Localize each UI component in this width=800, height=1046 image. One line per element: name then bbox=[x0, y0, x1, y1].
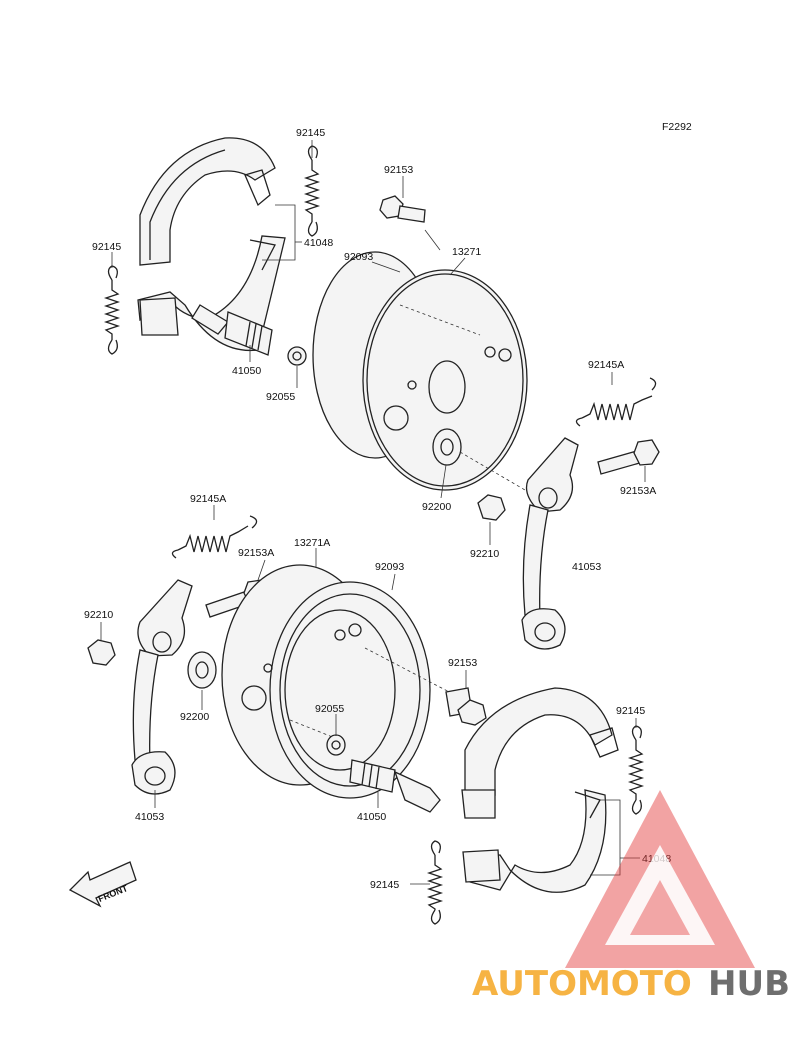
brake-shoe-upper-top bbox=[139, 137, 276, 266]
front-direction-marker: FRONT bbox=[68, 861, 137, 908]
label-92200: 92200 bbox=[180, 711, 209, 723]
washer-92200-lower bbox=[187, 651, 217, 689]
label-41053: 41053 bbox=[135, 811, 164, 823]
washer-lower bbox=[326, 734, 346, 756]
label-13271a: 13271A bbox=[294, 537, 330, 549]
label-92200: 92200 bbox=[422, 501, 451, 513]
label-41048: 41048 bbox=[304, 237, 333, 249]
label-13271: 13271 bbox=[452, 246, 481, 258]
nut-upper bbox=[477, 494, 506, 521]
label-92093: 92093 bbox=[375, 561, 404, 573]
washer-upper bbox=[287, 346, 307, 366]
label-92210: 92210 bbox=[84, 609, 113, 621]
label-92093: 92093 bbox=[344, 251, 373, 263]
watermark: AUTOMOTO HUB bbox=[472, 790, 790, 1004]
spring-lower-right bbox=[627, 740, 645, 800]
watermark-word-automoto: AUTOMOTO bbox=[472, 964, 692, 1004]
brake-lever-lower bbox=[131, 579, 193, 795]
brake-drum-upper bbox=[312, 251, 528, 491]
label-92145: 92145 bbox=[616, 705, 645, 717]
figure-code: F2292 bbox=[662, 121, 692, 133]
leader-lines bbox=[100, 140, 646, 885]
nut-lower bbox=[87, 639, 116, 666]
label-41053: 41053 bbox=[572, 561, 601, 573]
spring-upper-left bbox=[103, 280, 121, 340]
washer-92200-upper bbox=[432, 428, 462, 466]
label-92145: 92145 bbox=[370, 879, 399, 891]
brake-lever-upper bbox=[521, 437, 579, 650]
label-92145a: 92145A bbox=[588, 359, 624, 371]
label-92153a: 92153A bbox=[238, 547, 274, 559]
brake-drum-lower bbox=[221, 564, 456, 799]
label-92153a: 92153A bbox=[620, 485, 656, 497]
brake-shoe-lower-bottom bbox=[462, 789, 607, 893]
label-92145a: 92145A bbox=[190, 493, 226, 505]
label-92145: 92145 bbox=[92, 241, 121, 253]
label-92055: 92055 bbox=[266, 391, 295, 403]
label-41050: 41050 bbox=[357, 811, 386, 823]
label-41050: 41050 bbox=[232, 365, 261, 377]
label-92055: 92055 bbox=[315, 703, 344, 715]
spring-lower-left bbox=[426, 855, 444, 910]
label-92153: 92153 bbox=[384, 164, 413, 176]
bolt-92153a-upper bbox=[597, 439, 660, 475]
camshaft-upper bbox=[191, 304, 273, 356]
label-92210: 92210 bbox=[470, 548, 499, 560]
camshaft-lower bbox=[349, 759, 441, 813]
spring-92145a-upper bbox=[581, 395, 653, 421]
bolt-upper bbox=[379, 195, 426, 223]
spring-upper-right bbox=[303, 160, 321, 222]
label-92153: 92153 bbox=[448, 657, 477, 669]
spring-92145a-lower bbox=[177, 525, 249, 553]
bolt-lower bbox=[445, 687, 487, 726]
brake-shoe-lower-top bbox=[461, 687, 619, 819]
watermark-word-hub: HUB bbox=[708, 964, 790, 1004]
label-92145: 92145 bbox=[296, 127, 325, 139]
